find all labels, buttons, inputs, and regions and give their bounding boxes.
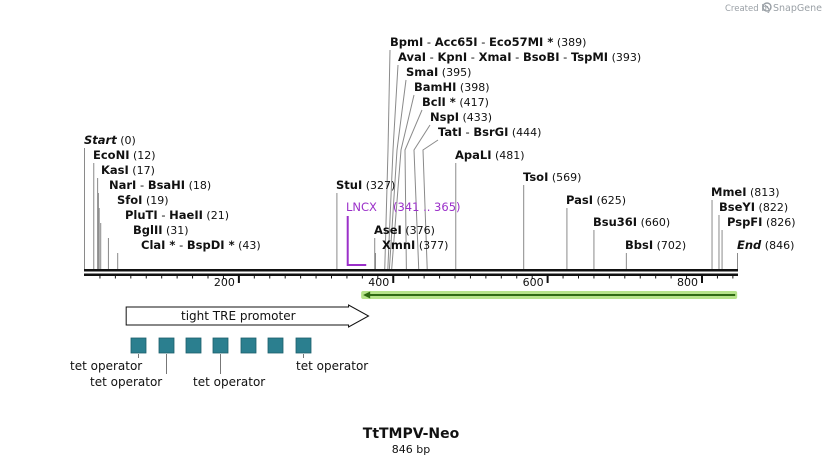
promoter-label: tight TRE promoter — [181, 309, 296, 323]
promoter-arrow — [125, 304, 370, 328]
sequence-ruler: 200 400 600 800 — [84, 269, 738, 289]
primer-arrow — [346, 216, 367, 266]
ruler-tick-label: 600 — [523, 276, 544, 289]
ruler-tick-label: 800 — [677, 276, 698, 289]
enzyme-label[interactable]: ApaLI (481) — [455, 148, 525, 162]
primer-name: LNCX — [346, 200, 377, 214]
enzyme-label[interactable]: SfoI (19) — [117, 193, 169, 207]
enzyme-label[interactable]: PspFI (826) — [727, 215, 796, 229]
enzyme-label[interactable]: SmaI (395) — [406, 65, 471, 79]
primer-lncx[interactable]: LNCX (341 .. 365) — [346, 200, 461, 266]
tet-operator-box[interactable] — [212, 337, 229, 354]
enzyme-leader-line — [384, 49, 391, 270]
tet-operator-label: tet operator — [296, 359, 368, 373]
enzyme-label[interactable]: TatI - BsrGI (444) — [438, 125, 541, 139]
enzyme-leader-line — [404, 109, 423, 270]
ruler-tick-label: 200 — [214, 276, 235, 289]
enzyme-label[interactable]: MmeI (813) — [711, 185, 780, 199]
enzyme-leader-line — [422, 139, 439, 270]
snapgene-logo-icon — [762, 2, 772, 12]
ruler-ticks: 200 400 600 800 — [99, 276, 734, 289]
enzyme-leader-line — [391, 94, 415, 270]
credit-prefix: Created by — [725, 4, 772, 14]
enzyme-label[interactable]: AvaI - KpnI - XmaI - BsoBI - TspMI (393) — [398, 50, 641, 64]
enzyme-label[interactable]: XmnI (377) — [382, 238, 448, 252]
enzyme-leader-line — [388, 79, 407, 270]
tet-operator-box[interactable] — [295, 337, 312, 354]
enzyme-label[interactable]: Bsu36I (660) — [593, 215, 670, 229]
tet-operator-box[interactable] — [267, 337, 284, 354]
feature-green-arrowhead — [363, 291, 371, 299]
tet-operator-box[interactable] — [130, 337, 147, 354]
enzyme-label[interactable]: BpmI - Acc65I - Eco57MI * (389) — [390, 35, 586, 49]
enzyme-leader-line — [413, 124, 431, 270]
tet-operator-box[interactable] — [185, 337, 202, 354]
sequence-bar-bottom — [84, 273, 738, 276]
enzyme-label[interactable]: EcoNI (12) — [93, 148, 156, 162]
tet-operator-label: tet operator — [90, 375, 162, 389]
credit-brand: SnapGene — [773, 3, 822, 14]
enzyme-leader-lines — [84, 49, 738, 270]
enzyme-label[interactable]: TsoI (569) — [523, 170, 581, 184]
enzyme-label[interactable]: PasI (625) — [566, 193, 626, 207]
enzyme-label[interactable]: ClaI * - BspDI * (43) — [141, 238, 261, 252]
map-title: TtTMPV-Neo — [363, 426, 460, 442]
enzyme-label[interactable]: StuI (327) — [336, 178, 395, 192]
feature-tight-tre-promoter[interactable]: tight TRE promoter — [125, 304, 370, 328]
enzyme-label[interactable]: NspI (433) — [430, 110, 492, 124]
enzyme-label[interactable]: BglII (31) — [133, 223, 189, 237]
enzyme-label[interactable]: AseI (376) — [374, 223, 435, 237]
map-length: 846 bp — [392, 443, 430, 456]
enzyme-label[interactable]: BseYI (822) — [719, 200, 788, 214]
enzyme-label[interactable]: PluTI - HaeII (21) — [125, 208, 229, 222]
feature-green-arrow[interactable] — [361, 291, 738, 299]
tet-operator-label: tet operator — [193, 375, 265, 389]
primer-range: (341 .. 365) — [393, 200, 461, 214]
enzyme-label[interactable]: Start (0) — [84, 133, 136, 147]
enzyme-label[interactable]: End (846) — [737, 238, 794, 252]
enzyme-label[interactable]: KasI (17) — [101, 163, 155, 177]
ruler-tick-label: 400 — [368, 276, 389, 289]
tet-operator-box[interactable] — [158, 337, 175, 354]
enzyme-label[interactable]: BamHI (398) — [414, 80, 490, 94]
sequence-bar-top — [84, 269, 738, 272]
enzyme-labels: Start (0)EcoNI (12)KasI (17)NarI - BsaHI… — [84, 35, 796, 252]
tet-operator-label: tet operator — [70, 359, 142, 373]
snapgene-credit: Created by SnapGene — [725, 2, 822, 14]
tet-operator-box[interactable] — [240, 337, 257, 354]
enzyme-label[interactable]: NarI - BsaHI (18) — [109, 178, 211, 192]
enzyme-label[interactable]: BclI * (417) — [422, 95, 489, 109]
tet-operators: tet operator tet operator tet operator tet … — [70, 337, 368, 389]
enzyme-leader-line — [387, 64, 399, 270]
enzyme-label[interactable]: BbsI (702) — [625, 238, 686, 252]
